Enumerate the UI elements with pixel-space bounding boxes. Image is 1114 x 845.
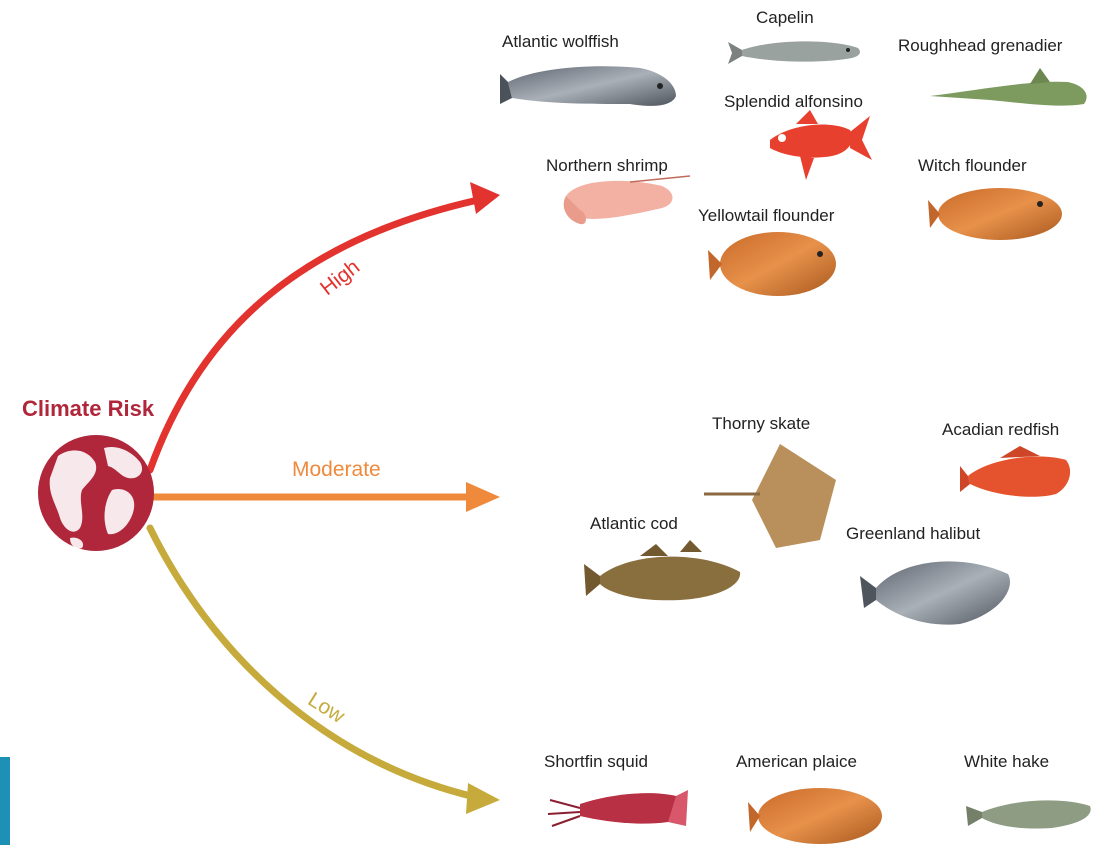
label-american-plaice: American plaice [736, 752, 857, 772]
roughhead-grenadier-illustration [930, 68, 1087, 106]
american-plaice-illustration [748, 788, 882, 844]
atlantic-wolffish-illustration [500, 66, 676, 106]
globe-icon [38, 435, 154, 551]
label-capelin: Capelin [756, 8, 814, 28]
label-greenland-halibut: Greenland halibut [846, 524, 980, 544]
edge-accent-bar [0, 757, 10, 845]
splendid-alfonsino-illustration [770, 110, 872, 180]
northern-shrimp-illustration [564, 176, 690, 224]
high-risk-arrow [150, 182, 500, 470]
thorny-skate-illustration [704, 444, 836, 548]
shortfin-squid-illustration [548, 790, 688, 826]
label-roughhead-grenadier: Roughhead grenadier [898, 36, 1062, 56]
label-atlantic-wolffish: Atlantic wolffish [502, 32, 619, 52]
white-hake-illustration [966, 800, 1091, 828]
label-shortfin-squid: Shortfin squid [544, 752, 648, 772]
label-northern-shrimp: Northern shrimp [546, 156, 668, 176]
moderate-risk-arrow [152, 482, 500, 512]
greenland-halibut-illustration [860, 561, 1010, 624]
diagram-title: Climate Risk [22, 396, 154, 422]
label-yellowtail-flounder: Yellowtail flounder [698, 206, 834, 226]
moderate-risk-label: Moderate [292, 458, 381, 482]
label-white-hake: White hake [964, 752, 1049, 772]
label-splendid-alfonsino: Splendid alfonsino [724, 92, 863, 112]
atlantic-cod-illustration [584, 540, 740, 600]
yellowtail-flounder-illustration [708, 232, 836, 296]
acadian-redfish-illustration [960, 446, 1070, 497]
label-thorny-skate: Thorny skate [712, 414, 810, 434]
capelin-illustration [728, 41, 860, 64]
label-atlantic-cod: Atlantic cod [590, 514, 678, 534]
witch-flounder-illustration [928, 188, 1062, 240]
label-acadian-redfish: Acadian redfish [942, 420, 1059, 440]
label-witch-flounder: Witch flounder [918, 156, 1027, 176]
low-risk-arrow [150, 528, 500, 814]
